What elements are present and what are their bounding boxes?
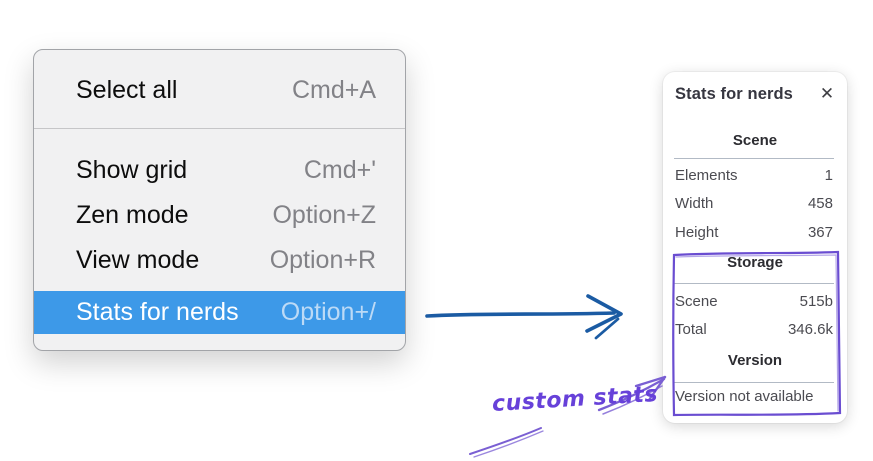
menu-item-shortcut: Option+Z xyxy=(272,200,376,229)
custom-stats-annotation: custom stats xyxy=(491,381,659,418)
menu-item-zen-mode[interactable]: Zen mode Option+Z xyxy=(34,193,405,237)
menu-item-label: Select all xyxy=(76,75,178,104)
section-header-storage: Storage xyxy=(727,254,783,271)
stat-label: Scene xyxy=(675,293,718,310)
menu-item-label: Zen mode xyxy=(76,200,189,229)
menu-item-view-mode[interactable]: View mode Option+R xyxy=(34,238,405,282)
section-divider xyxy=(674,158,834,159)
menu-item-select-all[interactable]: Select all Cmd+A xyxy=(34,68,405,112)
stat-row-width: Width 458 xyxy=(675,194,833,214)
menu-item-label: Stats for nerds xyxy=(76,298,239,326)
menu-divider xyxy=(34,128,405,129)
menu-item-shortcut: Option+R xyxy=(269,245,376,274)
section-header-scene: Scene xyxy=(732,132,778,149)
menu-item-shortcut: Cmd+A xyxy=(291,75,376,104)
stat-label: Height xyxy=(675,224,719,241)
stat-label: Total xyxy=(675,321,707,338)
stat-value: 1 xyxy=(824,167,833,184)
stat-value: 458 xyxy=(807,195,833,212)
annotation-arrow-tail xyxy=(469,427,544,458)
context-menu: Select all Cmd+A Show grid Cmd+' Zen mod… xyxy=(33,49,406,351)
stats-panel: Stats for nerds ✕ Scene Elements 1 Width… xyxy=(663,72,847,423)
menu-item-shortcut: Cmd+' xyxy=(303,155,376,184)
menu-item-shortcut: Option+/ xyxy=(280,298,376,326)
stat-row-storage-total: Total 346.6k xyxy=(675,320,833,340)
version-note: Version not available xyxy=(675,388,814,405)
section-header-version: Version xyxy=(727,352,783,369)
menu-item-stats-for-nerds[interactable]: Stats for nerds Option+/ xyxy=(34,291,405,334)
blue-arrow xyxy=(425,294,623,340)
stat-label: Width xyxy=(675,195,714,212)
menu-item-show-grid[interactable]: Show grid Cmd+' xyxy=(34,148,405,192)
stat-row-storage-scene: Scene 515b xyxy=(675,292,833,312)
stat-row-height: Height 367 xyxy=(675,223,833,243)
stat-value: 515b xyxy=(799,293,833,310)
stat-value: 346.6k xyxy=(787,321,833,338)
menu-item-label: Show grid xyxy=(76,155,188,184)
section-divider xyxy=(674,283,834,284)
section-divider xyxy=(674,382,834,383)
stat-row-elements: Elements 1 xyxy=(675,166,833,186)
stat-value: 367 xyxy=(807,224,833,241)
stats-panel-title: Stats for nerds xyxy=(675,85,793,103)
close-icon[interactable]: ✕ xyxy=(819,84,835,103)
stat-label: Elements xyxy=(675,167,738,184)
menu-item-label: View mode xyxy=(76,245,200,274)
